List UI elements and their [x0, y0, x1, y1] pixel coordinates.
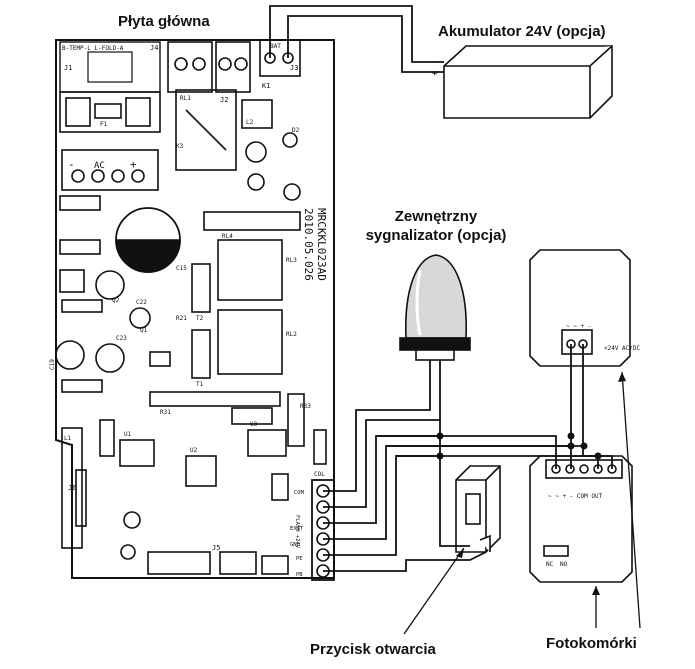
battery-plus: +	[432, 69, 438, 79]
component-label: U2	[190, 447, 198, 454]
component-label: C19	[49, 359, 56, 370]
component-label: U3	[250, 421, 258, 428]
j1-label: J1	[64, 64, 72, 72]
label-siren-line1: Zewnętrzny	[394, 208, 478, 225]
component-label: Q2	[112, 297, 120, 304]
component-label: R31	[160, 409, 171, 416]
component-label: C22	[136, 299, 147, 306]
tx-voltage-label: <24V AC/DC	[604, 345, 641, 352]
component-label: K3	[176, 143, 184, 150]
terminal-label-com: COM	[294, 490, 305, 496]
j5-label: J5	[212, 544, 220, 552]
component-label: RL1	[180, 95, 191, 102]
component-labels: U1 U2 U3 RL1 RL2 RL3 RL4 T1 T2 Q1 Q2 C19…	[49, 95, 311, 454]
component-label: D2	[292, 127, 300, 134]
battery: - +	[432, 45, 613, 119]
label-battery: Akumulator 24V (opcja)	[438, 23, 606, 40]
board-model: MRCKKL023AD	[315, 208, 328, 281]
component-label: Q1	[140, 327, 148, 334]
tx-terminal-label: ~ ~ + -	[566, 323, 591, 330]
open-button	[455, 465, 501, 553]
wires	[269, 5, 613, 572]
j3-label: J3	[290, 64, 298, 72]
rx-no-label: NO	[560, 561, 568, 568]
component-label: T1	[196, 381, 204, 388]
component-label: RL2	[286, 331, 297, 338]
minus-label: -	[68, 158, 75, 171]
arrowheads	[456, 372, 626, 595]
label-siren-line2: sygnalizator (opcja)	[365, 227, 507, 244]
main-board	[55, 39, 335, 581]
label-open-button: Przycisk otwarcia	[310, 641, 436, 658]
ac-label: AC	[94, 161, 105, 171]
label-main-board: Płyta główna	[118, 13, 210, 30]
component-label: T2	[196, 315, 204, 322]
terminal-label-exit: EXIT	[290, 526, 304, 532]
k1-label: K1	[262, 82, 270, 90]
component-label: C15	[176, 265, 187, 272]
component-label: R21	[176, 315, 187, 322]
label-photocells: Fotokomórki	[546, 635, 637, 652]
j2-label: J2	[220, 96, 228, 104]
photocell-transmitter: ~ ~ + - <24V AC/DC	[529, 249, 641, 367]
bat-label: BAT	[270, 43, 281, 50]
external-siren	[399, 254, 471, 361]
board-text: MRCKKL023AD 2010.05.026 B-TEMP-L L-FOLD-…	[49, 43, 328, 578]
rx-nc-label: NC	[546, 561, 554, 568]
component-label: L2	[246, 119, 254, 126]
plus-label: +	[130, 158, 137, 171]
wire-junctions	[436, 432, 602, 460]
board-date: 2010.05.026	[302, 208, 315, 281]
photocell-receiver: ~ ~ + - COM OUT NC NO	[529, 455, 633, 583]
terminal-label-pb: PB	[296, 572, 303, 578]
component-label: RL4	[222, 233, 233, 240]
component-label: L1	[64, 435, 72, 442]
j6-label: J6	[68, 484, 76, 492]
component-label: RL3	[286, 257, 297, 264]
component-label: U1	[124, 431, 132, 438]
terminal-label-pe: PE	[296, 556, 303, 562]
terminal-labels: COM FLASH +24V EXIT GND PE PB	[290, 490, 305, 578]
board-header-text: B-TEMP-L L-FOLD-A	[62, 45, 124, 52]
component-label: F1	[100, 121, 108, 128]
col-label: COL	[314, 471, 325, 478]
label-siren: Zewnętrzny sygnalizator (opcja)	[350, 207, 522, 245]
rx-terminal-label: ~ ~ + - COM OUT	[548, 493, 603, 500]
component-label: C23	[116, 335, 127, 342]
j4-label: J4	[150, 44, 158, 52]
component-label: R33	[300, 403, 311, 410]
terminal-label-flash: FLASH +24V	[294, 515, 300, 549]
terminal-label-gnd: GND	[290, 542, 300, 548]
